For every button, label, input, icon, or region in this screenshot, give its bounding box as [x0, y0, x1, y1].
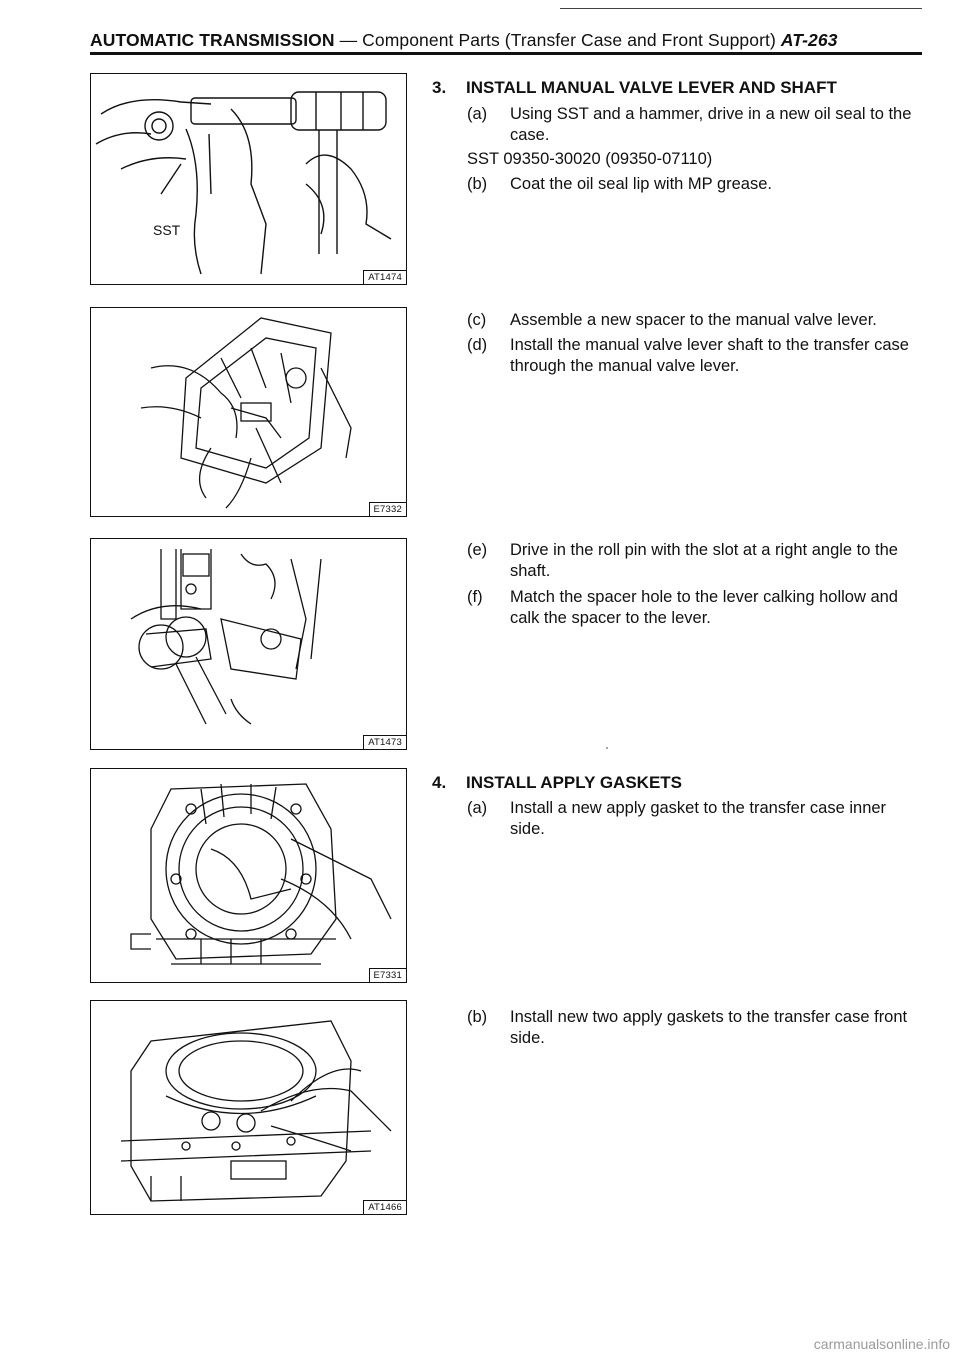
step-label: (a): [467, 105, 488, 123]
figure-code: E7331: [368, 968, 406, 982]
section-title: INSTALL MANUAL VALVE LEVER AND SHAFT: [466, 78, 837, 97]
step-text: Using SST and a hammer, drive in a new o…: [510, 105, 912, 144]
step-text: Match the spacer hole to the lever calki…: [510, 588, 898, 627]
page-header: AUTOMATIC TRANSMISSION — Component Parts…: [90, 30, 925, 51]
step-text: Drive in the roll pin with the slot at a…: [510, 541, 898, 580]
header-rule: [90, 52, 922, 55]
section-heading: 3. INSTALL MANUAL VALVE LEVER AND SHAFT: [432, 78, 837, 98]
step-label: (b): [467, 175, 488, 193]
step-3c: (c) Assemble a new spacer to the manual …: [467, 310, 922, 331]
step-label: (e): [467, 541, 488, 559]
step-3f: (f) Match the spacer hole to the lever c…: [467, 587, 922, 629]
step-text: Install the manual valve lever shaft to …: [510, 336, 909, 375]
step-text: Install a new apply gasket to the transf…: [510, 799, 887, 838]
figure-manual-valve-lever: E7332: [90, 307, 407, 517]
speck: [606, 747, 608, 749]
step-label: (a): [467, 799, 488, 817]
figure-code: AT1466: [363, 1200, 406, 1214]
step-3a: (a) Using SST and a hammer, drive in a n…: [467, 104, 922, 146]
step-text: Install new two apply gaskets to the tra…: [510, 1008, 908, 1047]
page-number: AT-263: [780, 30, 838, 50]
header-section: AUTOMATIC TRANSMISSION: [90, 30, 335, 50]
step-3b: (b) Coat the oil seal lip with MP grease…: [467, 174, 922, 195]
figure-sst-oil-seal: SST AT1474: [90, 73, 407, 285]
step-text: Coat the oil seal lip with MP grease.: [510, 175, 772, 193]
header-subtitle: — Component Parts (Transfer Case and Fro…: [339, 30, 776, 50]
site-watermark: carmanualsonline.info: [813, 1336, 950, 1352]
step-4a: (a) Install a new apply gasket to the tr…: [467, 798, 922, 840]
step-label: (d): [467, 336, 488, 354]
sst-label: SST: [153, 222, 181, 238]
section-number: 4.: [432, 773, 447, 792]
step-label: (f): [467, 588, 483, 606]
step-3d: (d) Install the manual valve lever shaft…: [467, 335, 922, 377]
section-heading: 4. INSTALL APPLY GASKETS: [432, 773, 682, 793]
step-text: Assemble a new spacer to the manual valv…: [510, 311, 877, 329]
figure-code: AT1474: [363, 270, 406, 284]
step-label: (b): [467, 1008, 488, 1026]
step-4b: (b) Install new two apply gaskets to the…: [467, 1007, 922, 1049]
figure-apply-gasket-inner: E7331: [90, 768, 407, 983]
step-3e: (e) Drive in the roll pin with the slot …: [467, 540, 922, 582]
figure-code: E7332: [368, 502, 406, 516]
figure-code: AT1473: [363, 735, 406, 749]
figure-roll-pin: AT1473: [90, 538, 407, 750]
header-top-rule: [560, 8, 922, 9]
step-label: (c): [467, 311, 487, 329]
sst-part-number: SST 09350-30020 (09350-07110): [467, 150, 713, 168]
figure-apply-gasket-front: AT1466: [90, 1000, 407, 1215]
section-title: INSTALL APPLY GASKETS: [466, 773, 683, 792]
section-number: 3.: [432, 78, 447, 97]
